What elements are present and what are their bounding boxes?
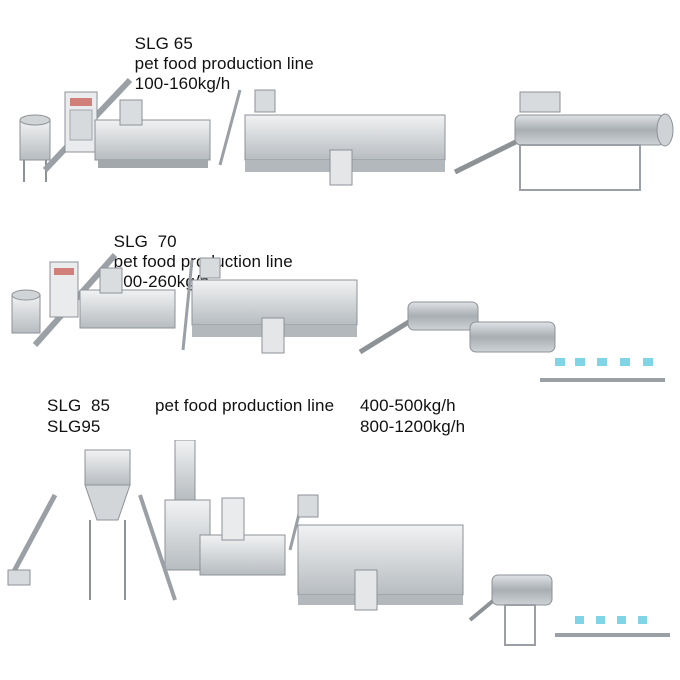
caption-slg70: SLG 70 pet food production line 200-260k… bbox=[104, 212, 302, 292]
production-line-slg85-slg95-illustration bbox=[7, 440, 670, 646]
capacity-label: 200-260kg/h bbox=[113, 272, 210, 291]
production-line-slg70-illustration bbox=[11, 253, 665, 382]
caption-slg85-capacity: 400-500kg/h bbox=[360, 396, 456, 415]
product-label: pet food production line bbox=[134, 54, 314, 73]
capacity-label: 100-160kg/h bbox=[134, 74, 231, 93]
caption-slg85-model: SLG 85 bbox=[47, 396, 111, 415]
caption-slg95-model: SLG95 bbox=[47, 417, 101, 436]
caption-slg65: SLG 65 pet food production line 100-160k… bbox=[125, 14, 323, 94]
production-line-slg65-illustration bbox=[19, 77, 674, 191]
model-label: SLG 70 bbox=[113, 232, 177, 251]
caption-slg85-product: pet food production line bbox=[155, 396, 335, 415]
caption-slg95-capacity: 800-1200kg/h bbox=[360, 417, 466, 436]
model-label: SLG 65 bbox=[134, 34, 193, 53]
